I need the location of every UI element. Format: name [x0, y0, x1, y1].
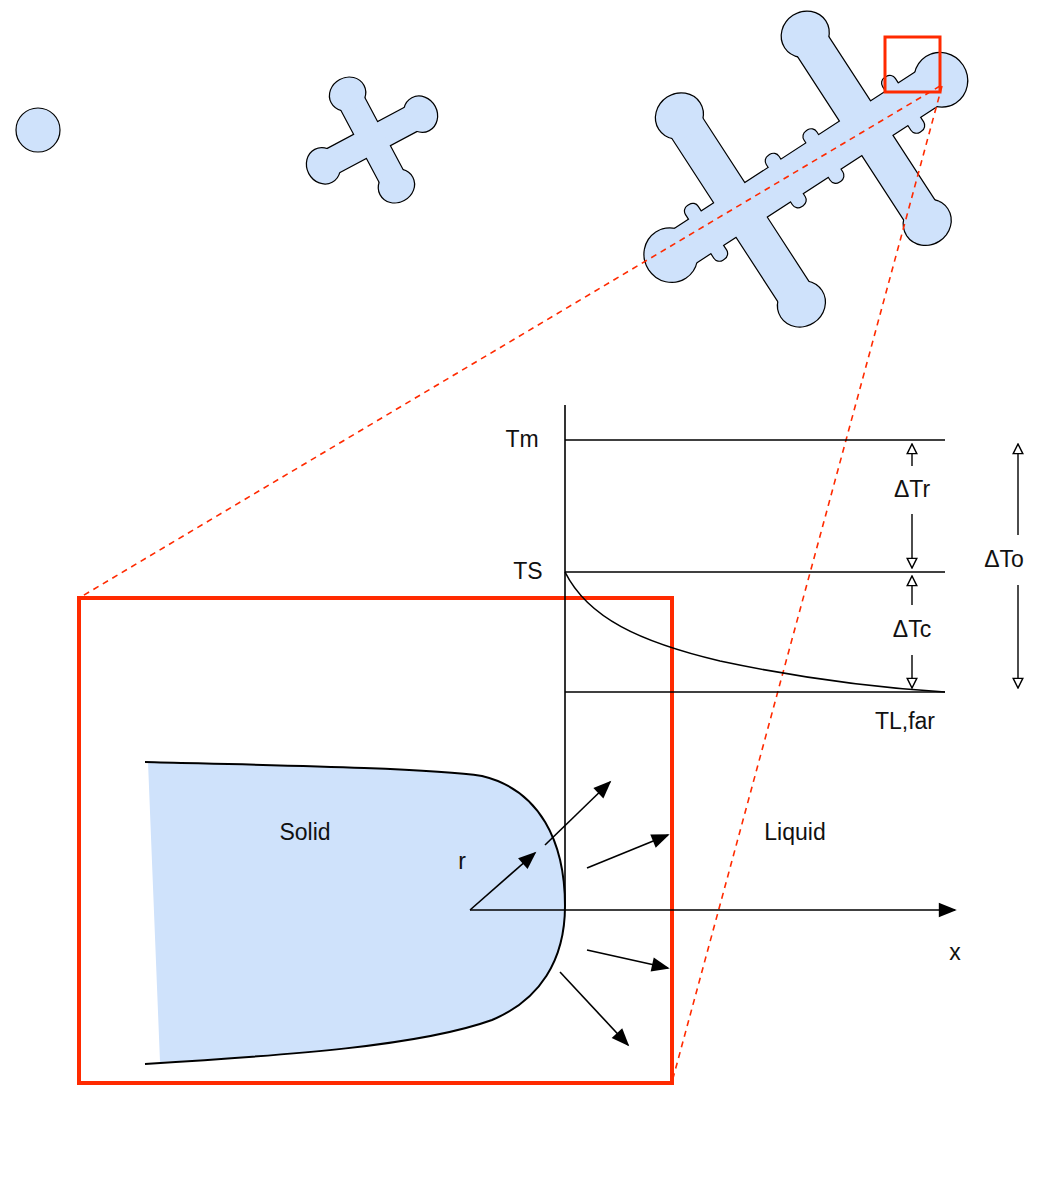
level-line	[565, 691, 945, 693]
zoom-frame	[79, 598, 672, 1083]
x-axis	[470, 909, 955, 911]
radius-arrow	[470, 853, 535, 910]
temperature-label: TS	[511, 558, 544, 585]
dimension-arrow	[911, 444, 912, 466]
dimension-arrow	[911, 655, 912, 688]
region-label: Liquid	[762, 819, 827, 846]
flux-arrow	[587, 950, 668, 968]
dimension-label: ΔTc	[891, 616, 933, 643]
dimension-label: ΔTo	[982, 546, 1026, 573]
level-line	[565, 571, 945, 573]
temperature-label: TL,far	[873, 708, 937, 735]
sphere-nucleus	[16, 108, 60, 152]
solid-interface	[145, 762, 565, 1064]
temperature-profile	[565, 572, 945, 692]
region-label: Solid	[277, 819, 332, 846]
dimension-arrow	[1017, 585, 1018, 688]
temperature-axis	[564, 405, 566, 906]
flux-arrow	[587, 835, 668, 868]
axis-label: r	[456, 848, 468, 875]
flux-arrow	[545, 782, 610, 845]
dimension-arrow	[911, 514, 912, 568]
zoom-marker	[885, 37, 940, 92]
solid-region	[148, 762, 565, 1062]
projection-line	[79, 86, 940, 598]
projection-line	[672, 86, 942, 1082]
dimension-arrow	[1017, 444, 1018, 535]
flux-arrow	[560, 972, 628, 1045]
axis-label: x	[947, 939, 963, 966]
large-dendrite	[576, 0, 1036, 382]
level-line	[565, 439, 945, 441]
small-dendrite	[277, 47, 466, 234]
dimension-label: ΔTr	[892, 476, 932, 503]
temperature-label: Tm	[503, 426, 540, 453]
dimension-arrow	[911, 576, 912, 605]
